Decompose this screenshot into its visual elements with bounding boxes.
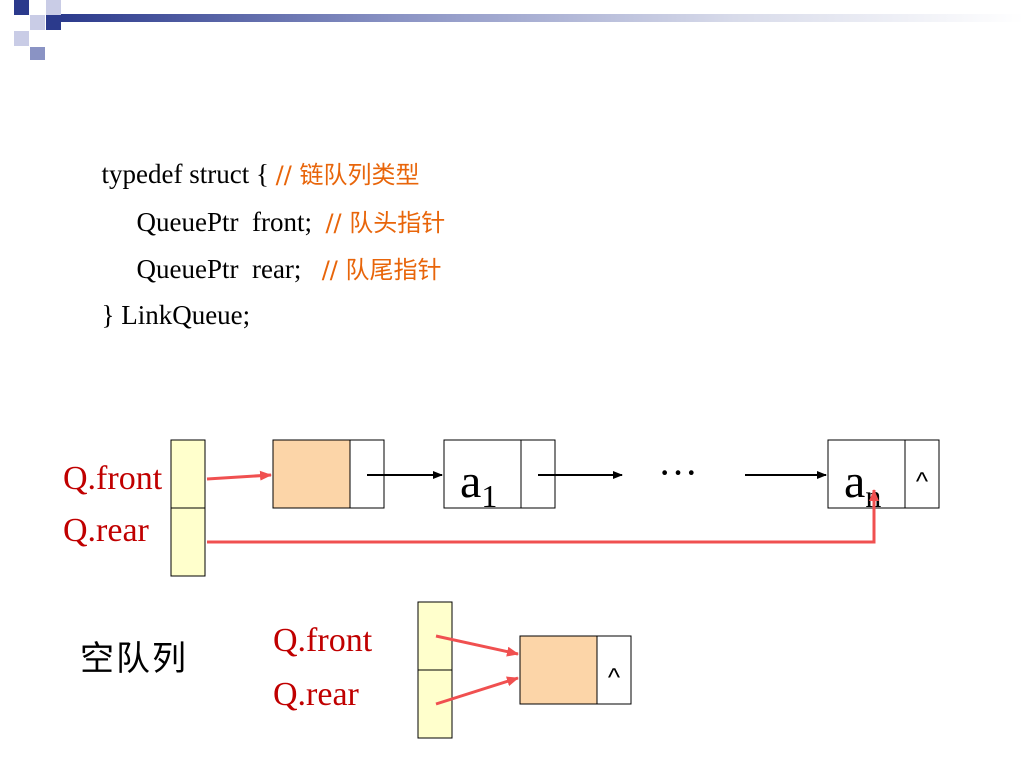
empty-rear-label: Q.rear — [273, 676, 359, 713]
code-line-4: } LinkQueue; — [88, 275, 251, 330]
code-line-2: QueuePtr front; // 队头指针 — [96, 182, 446, 237]
header-banner — [14, 0, 1024, 60]
node-a1-data — [443, 439, 522, 509]
head-node-data — [272, 439, 351, 509]
ellipsis: ··· — [658, 450, 698, 495]
code-comment: // 队尾指针 — [321, 256, 442, 284]
empty-head-node-next — [596, 635, 632, 705]
front-label: Q.front — [63, 460, 163, 497]
code-text: typedef struct { — [101, 159, 276, 189]
node-an-next — [904, 439, 940, 509]
empty-head-node-data — [519, 635, 598, 705]
code-text: QueuePtr front; — [109, 207, 326, 237]
empty-front-label: Q.front — [273, 622, 373, 659]
queue-rear-cell — [170, 507, 206, 577]
code-line-1: typedef struct { // 链队列类型 — [88, 134, 420, 189]
empty-queue-title: 空队列 — [80, 639, 188, 679]
empty-queue-rear-cell — [417, 669, 453, 739]
empty-rear-arrow — [435, 676, 519, 706]
front-pointer-arrow — [206, 470, 272, 481]
code-comment: // 队头指针 — [325, 209, 446, 237]
code-line-3: QueuePtr rear; // 队尾指针 — [96, 229, 442, 283]
empty-head-null: ^ — [608, 662, 621, 692]
code-comment: // 链队列类型 — [275, 161, 420, 189]
queue-front-cell — [170, 439, 206, 509]
empty-front-arrow — [435, 634, 519, 657]
code-text: QueuePtr rear; — [109, 254, 322, 284]
rear-label: Q.rear — [63, 512, 149, 549]
node-a1-label: a1 — [460, 455, 497, 514]
node-an-null: ^ — [916, 466, 929, 496]
rear-pointer-arrow — [207, 489, 879, 544]
empty-queue-front-cell — [417, 601, 453, 671]
code-text: } LinkQueue; — [101, 300, 251, 330]
